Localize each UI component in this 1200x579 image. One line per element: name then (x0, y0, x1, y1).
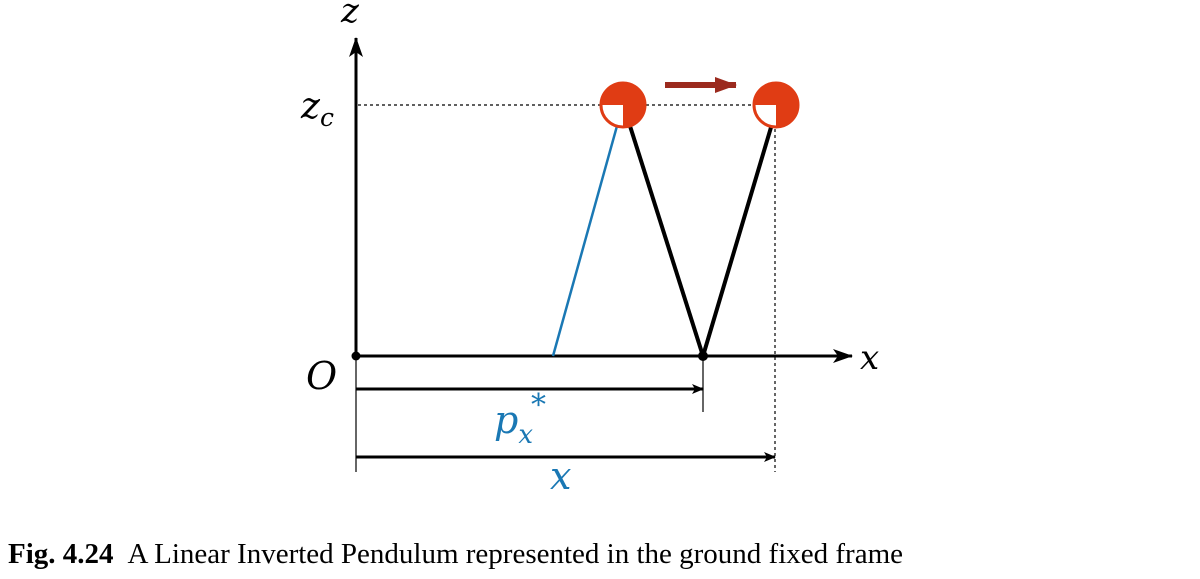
zmp-label: px* (494, 388, 546, 450)
zmp-label-sub: x (518, 420, 533, 450)
com-marker-current (752, 81, 800, 129)
zmp-label-main: p (494, 398, 518, 442)
figure-number: Fig. 4.24 (8, 538, 114, 570)
origin-point (351, 351, 361, 361)
com-height-label-sub: c (320, 103, 334, 132)
com-height-label-main: z (300, 86, 321, 127)
figure-caption: Fig. 4.24 A Linear Inverted Pendulum repr… (8, 538, 1198, 571)
zmp-label-sup: * (531, 388, 546, 423)
support-point (698, 351, 708, 361)
z-axis-label: z (340, 0, 360, 31)
figure-caption-text: A Linear Inverted Pendulum represented i… (127, 538, 904, 570)
pendulum-leg-previous (628, 125, 705, 357)
com-position-label: x (550, 454, 571, 498)
pendulum-leg-current (701, 123, 774, 357)
x-axis-label: x (860, 338, 879, 378)
com-height-label: zc (300, 86, 334, 132)
origin-label: O (306, 354, 337, 398)
com-marker-previous (599, 81, 647, 129)
zmp-blue-line (551, 125, 619, 357)
